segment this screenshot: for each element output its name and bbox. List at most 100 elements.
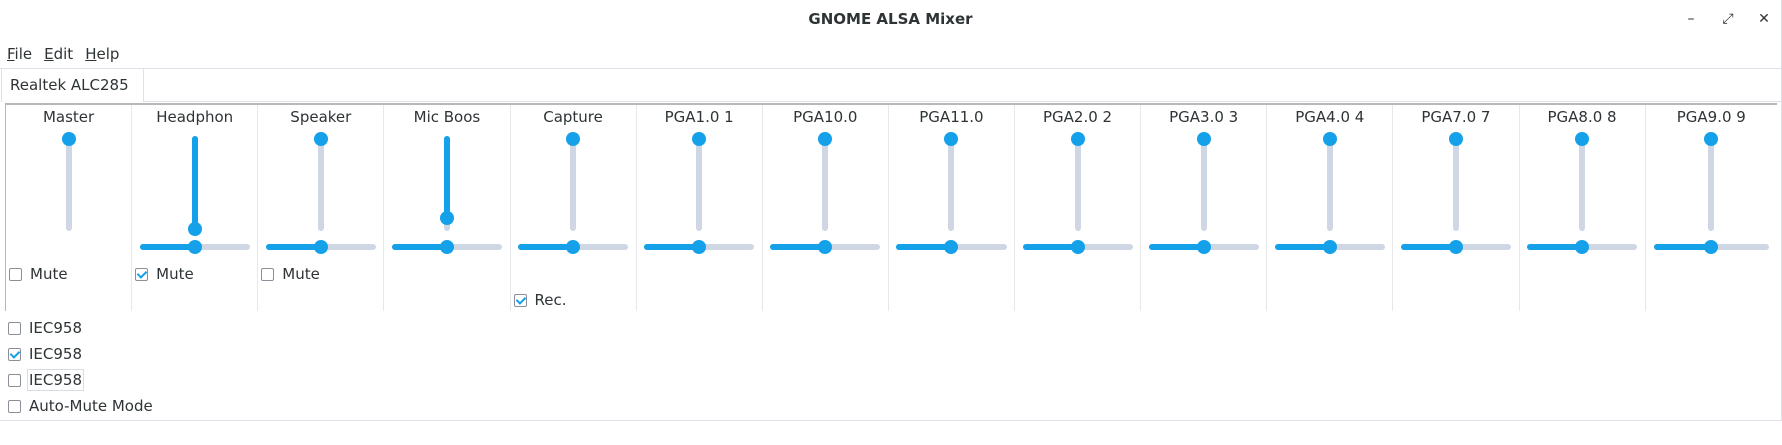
- volume-slider-knob[interactable]: [1704, 132, 1719, 146]
- balance-slider-knob[interactable]: [187, 240, 202, 254]
- balance-slider[interactable]: [1274, 240, 1385, 254]
- volume-slider[interactable]: [818, 132, 833, 231]
- mute-checkbox[interactable]: Mute: [9, 264, 68, 284]
- volume-slider-knob[interactable]: [1196, 132, 1211, 146]
- volume-slider-knob[interactable]: [61, 132, 76, 146]
- balance-slider-knob[interactable]: [692, 240, 707, 254]
- volume-fill: [191, 136, 198, 229]
- balance-slider-knob[interactable]: [1448, 240, 1463, 254]
- balance-fill: [1527, 244, 1583, 250]
- channel-label: Master: [42, 108, 95, 126]
- menu-help[interactable]: Help: [85, 45, 120, 63]
- balance-slider-knob[interactable]: [1070, 240, 1085, 254]
- volume-slider[interactable]: [1704, 132, 1719, 231]
- iec958-switch[interactable]: IEC958: [8, 344, 82, 364]
- tab-realtek-alc285[interactable]: Realtek ALC285: [1, 69, 144, 102]
- balance-slider-knob[interactable]: [566, 240, 581, 254]
- checkbox-label: Mute: [30, 265, 68, 283]
- title-bar: GNOME ALSA Mixer: [0, 0, 1781, 40]
- menu-file[interactable]: File: [7, 45, 33, 63]
- volume-slider[interactable]: [692, 132, 707, 231]
- volume-slider-knob[interactable]: [818, 132, 833, 146]
- checkbox-label: Rec.: [534, 291, 567, 309]
- volume-slider[interactable]: [1575, 132, 1590, 231]
- balance-slider[interactable]: [644, 240, 755, 254]
- balance-slider-knob[interactable]: [1322, 240, 1337, 254]
- balance-slider[interactable]: [139, 240, 250, 254]
- channel-label: Mic Boos: [413, 108, 481, 126]
- channel-strip: PGA1.0 1: [637, 105, 763, 311]
- volume-slider[interactable]: [1448, 132, 1463, 231]
- volume-slider-knob[interactable]: [1070, 132, 1085, 146]
- volume-slider[interactable]: [61, 132, 76, 231]
- balance-slider-knob[interactable]: [1575, 240, 1590, 254]
- balance-slider[interactable]: [1148, 240, 1259, 254]
- balance-slider[interactable]: [1653, 240, 1770, 254]
- balance-fill: [644, 244, 700, 250]
- volume-slider[interactable]: [187, 136, 202, 236]
- rec-checkbox[interactable]: Rec.: [513, 290, 567, 310]
- volume-slider-knob[interactable]: [1322, 132, 1337, 146]
- tab-divider: [0, 68, 1781, 69]
- balance-slider[interactable]: [896, 240, 1007, 254]
- channel-label: PGA11.0: [919, 108, 984, 126]
- checkbox-box[interactable]: [261, 268, 275, 281]
- balance-slider-knob[interactable]: [313, 240, 328, 254]
- iec958-switch[interactable]: IEC958: [8, 318, 82, 338]
- balance-slider-knob[interactable]: [1704, 240, 1719, 254]
- channel-label: PGA10.0: [793, 108, 858, 126]
- balance-slider[interactable]: [770, 240, 881, 254]
- balance-slider[interactable]: [391, 240, 502, 254]
- checkbox-box[interactable]: [8, 400, 21, 413]
- volume-slider-knob[interactable]: [1575, 132, 1590, 146]
- checkbox-box[interactable]: [9, 268, 22, 281]
- volume-slider-knob[interactable]: [944, 132, 959, 146]
- volume-slider[interactable]: [566, 132, 581, 231]
- mute-checkbox[interactable]: Mute: [135, 264, 194, 284]
- volume-slider[interactable]: [944, 132, 959, 231]
- balance-slider[interactable]: [1022, 240, 1133, 254]
- balance-slider[interactable]: [1527, 240, 1638, 254]
- mute-checkbox[interactable]: Mute: [261, 264, 320, 284]
- switch-label: Auto-Mute Mode: [29, 397, 153, 415]
- balance-slider-knob[interactable]: [818, 240, 833, 254]
- balance-fill: [770, 244, 826, 250]
- volume-slider-knob[interactable]: [187, 222, 202, 236]
- volume-slider-knob[interactable]: [1448, 132, 1463, 146]
- checkbox-box[interactable]: [513, 294, 527, 307]
- checkbox-box[interactable]: [8, 322, 21, 335]
- balance-slider-knob[interactable]: [944, 240, 959, 254]
- checkbox-box[interactable]: [8, 374, 21, 387]
- minimize-button[interactable]: –: [1687, 11, 1695, 27]
- checkbox-box[interactable]: [8, 348, 21, 361]
- volume-slider[interactable]: [313, 132, 328, 231]
- channel-label: PGA2.0 2: [1043, 108, 1113, 126]
- volume-slider-knob[interactable]: [313, 132, 328, 146]
- channel-label: Speaker: [290, 108, 352, 126]
- volume-slider[interactable]: [439, 136, 454, 231]
- window-title: GNOME ALSA Mixer: [808, 10, 973, 28]
- volume-slider[interactable]: [1070, 132, 1085, 231]
- iec958-switch[interactable]: IEC958: [8, 369, 85, 391]
- volume-slider[interactable]: [1322, 132, 1337, 231]
- volume-slider-knob[interactable]: [439, 211, 454, 226]
- channel-strip: PGA9.0 9: [1646, 105, 1777, 311]
- balance-slider-knob[interactable]: [1196, 240, 1211, 254]
- maximize-button[interactable]: ⤢: [1722, 11, 1734, 27]
- volume-slider-knob[interactable]: [692, 132, 707, 146]
- balance-slider[interactable]: [1400, 240, 1511, 254]
- volume-slider-knob[interactable]: [566, 132, 581, 146]
- auto-mute-mode-switch[interactable]: Auto-Mute Mode: [8, 396, 153, 416]
- menu-edit[interactable]: Edit: [44, 45, 74, 63]
- balance-slider[interactable]: [265, 240, 376, 254]
- volume-slider[interactable]: [1196, 132, 1211, 231]
- channel-strip: PGA8.0 8: [1520, 105, 1646, 311]
- balance-slider-knob[interactable]: [439, 240, 454, 254]
- balance-slider[interactable]: [518, 240, 629, 254]
- checkbox-box[interactable]: [135, 268, 149, 281]
- channel-label: PGA4.0 4: [1295, 108, 1365, 126]
- close-button[interactable]: ✕: [1758, 11, 1770, 27]
- balance-fill: [265, 244, 321, 250]
